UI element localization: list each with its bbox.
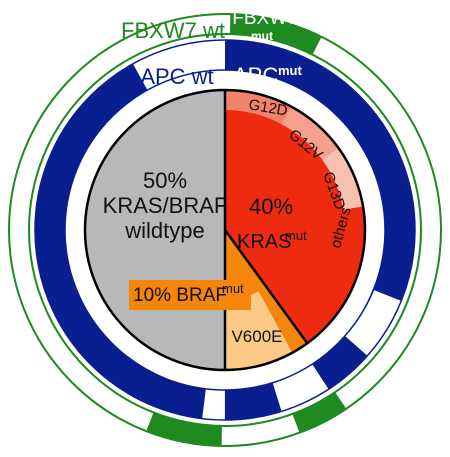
fbxw7-ring-outer-border — [8, 13, 442, 447]
wildtype-label: wildtype — [124, 218, 204, 243]
kras-percent-label: 40% — [249, 194, 293, 219]
apc-ring-inner-border — [64, 69, 386, 391]
fbxw7-mut-segment-bottom-right — [292, 392, 347, 433]
fbxw7-mut-segment-bottom-left — [146, 412, 222, 446]
apc-wt-segment-bottom-right — [272, 364, 329, 412]
fbxw7-mut-label: FBXW7 — [232, 8, 297, 29]
wildtype-kras-braf-label: KRAS/BRAF — [103, 193, 228, 218]
fbxw7-mut-subscript: mut — [251, 29, 273, 43]
fbxw7-mut-segment-top — [229, 14, 322, 55]
core-pie — [83, 88, 367, 372]
fbxw7-wt-label: FBXW7 wt — [121, 18, 225, 43]
kras-g12v-band — [281, 106, 339, 160]
apc-ring-outer-border — [34, 39, 416, 421]
braf-mut-label: 10% BRAF — [133, 285, 227, 306]
kras-mut-label: KRAS — [237, 231, 291, 253]
apc-wt-segment-bottom-left — [202, 389, 225, 421]
apc-mut-superscript: mut — [278, 63, 303, 78]
fbxw7-ring — [8, 13, 442, 447]
apc-wt-segment-top — [132, 39, 225, 90]
wildtype-percent-label: 50% — [143, 168, 187, 193]
kras-mut-superscript: mut — [285, 228, 307, 243]
kras-subtype-g12d-label: G12D — [247, 96, 289, 120]
core-pie-border — [83, 88, 367, 372]
apc-wt-label: APC wt — [140, 64, 213, 89]
braf-label-background — [129, 280, 251, 310]
braf-v600e-band — [225, 291, 293, 370]
braf-v600e-label: V600E — [231, 327, 282, 346]
apc-mut-label: APC — [233, 63, 278, 88]
kras-g12d-band — [225, 90, 291, 125]
kras-g13d-band — [322, 147, 364, 210]
apc-ring — [34, 39, 416, 421]
braf-mut-superscript: mut — [222, 281, 244, 296]
fbxw7-ring-inner-border — [28, 33, 422, 427]
apc-wt-segment-right — [345, 290, 402, 357]
kras-braf-divider — [223, 229, 309, 345]
